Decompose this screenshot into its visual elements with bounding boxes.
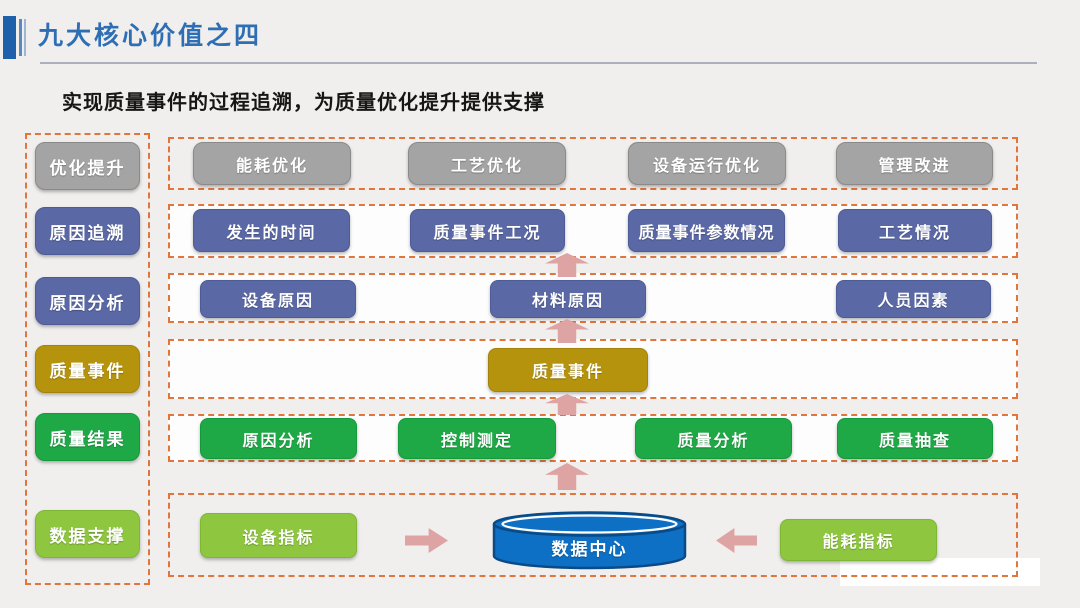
arrow-up-icon-4 xyxy=(545,463,589,490)
box-equipment-index: 设备指标 xyxy=(200,513,357,558)
cylinder-graphic xyxy=(492,511,687,570)
legend-quality-result: 质量结果 xyxy=(35,413,140,461)
row-frame-optimization xyxy=(168,137,1018,190)
title-accent-bar xyxy=(3,16,16,59)
legend-data-support: 数据支撑 xyxy=(35,510,140,558)
box-control-measurement: 控制测定 xyxy=(398,418,556,459)
page-title: 九大核心价值之四 xyxy=(38,23,263,50)
box-occurrence-time: 发生的时间 xyxy=(193,209,350,252)
box-material-cause: 材料原因 xyxy=(490,280,646,318)
box-process-status: 工艺情况 xyxy=(838,209,992,252)
box-personnel-factor: 人员因素 xyxy=(836,280,991,318)
box-equipment-operation-optimization: 设备运行优化 xyxy=(628,142,786,185)
page-subtitle: 实现质量事件的过程追溯，为质量优化提升提供支撑 xyxy=(62,92,545,114)
box-energy-index: 能耗指标 xyxy=(780,519,937,561)
box-quality-analysis: 质量分析 xyxy=(635,418,792,459)
data-center-cylinder: 数据中心 xyxy=(491,511,688,571)
legend-quality-event: 质量事件 xyxy=(35,345,140,393)
box-quality-event: 质量事件 xyxy=(488,348,648,392)
box-equipment-cause: 设备原因 xyxy=(200,280,356,318)
box-energy-optimization: 能耗优化 xyxy=(193,142,351,185)
box-cause-analysis: 原因分析 xyxy=(200,418,357,459)
title-divider xyxy=(40,62,1037,64)
box-quality-sampling: 质量抽查 xyxy=(837,418,993,459)
title-accent-line-1 xyxy=(19,19,22,56)
box-process-optimization: 工艺优化 xyxy=(408,142,566,185)
bottom-right-white-patch xyxy=(840,558,1040,586)
data-center-label: 数据中心 xyxy=(551,540,628,559)
legend-frame xyxy=(25,133,150,585)
box-management-improvement: 管理改进 xyxy=(836,142,993,185)
legend-optimization-improvement: 优化提升 xyxy=(35,142,140,190)
row-frame-data-support xyxy=(168,493,1018,577)
box-quality-event-parameters: 质量事件参数情况 xyxy=(628,209,785,252)
title-accent-line-2 xyxy=(24,19,26,56)
legend-cause-tracing: 原因追溯 xyxy=(35,207,140,255)
box-quality-event-condition: 质量事件工况 xyxy=(410,209,565,252)
legend-cause-analysis: 原因分析 xyxy=(35,277,140,325)
